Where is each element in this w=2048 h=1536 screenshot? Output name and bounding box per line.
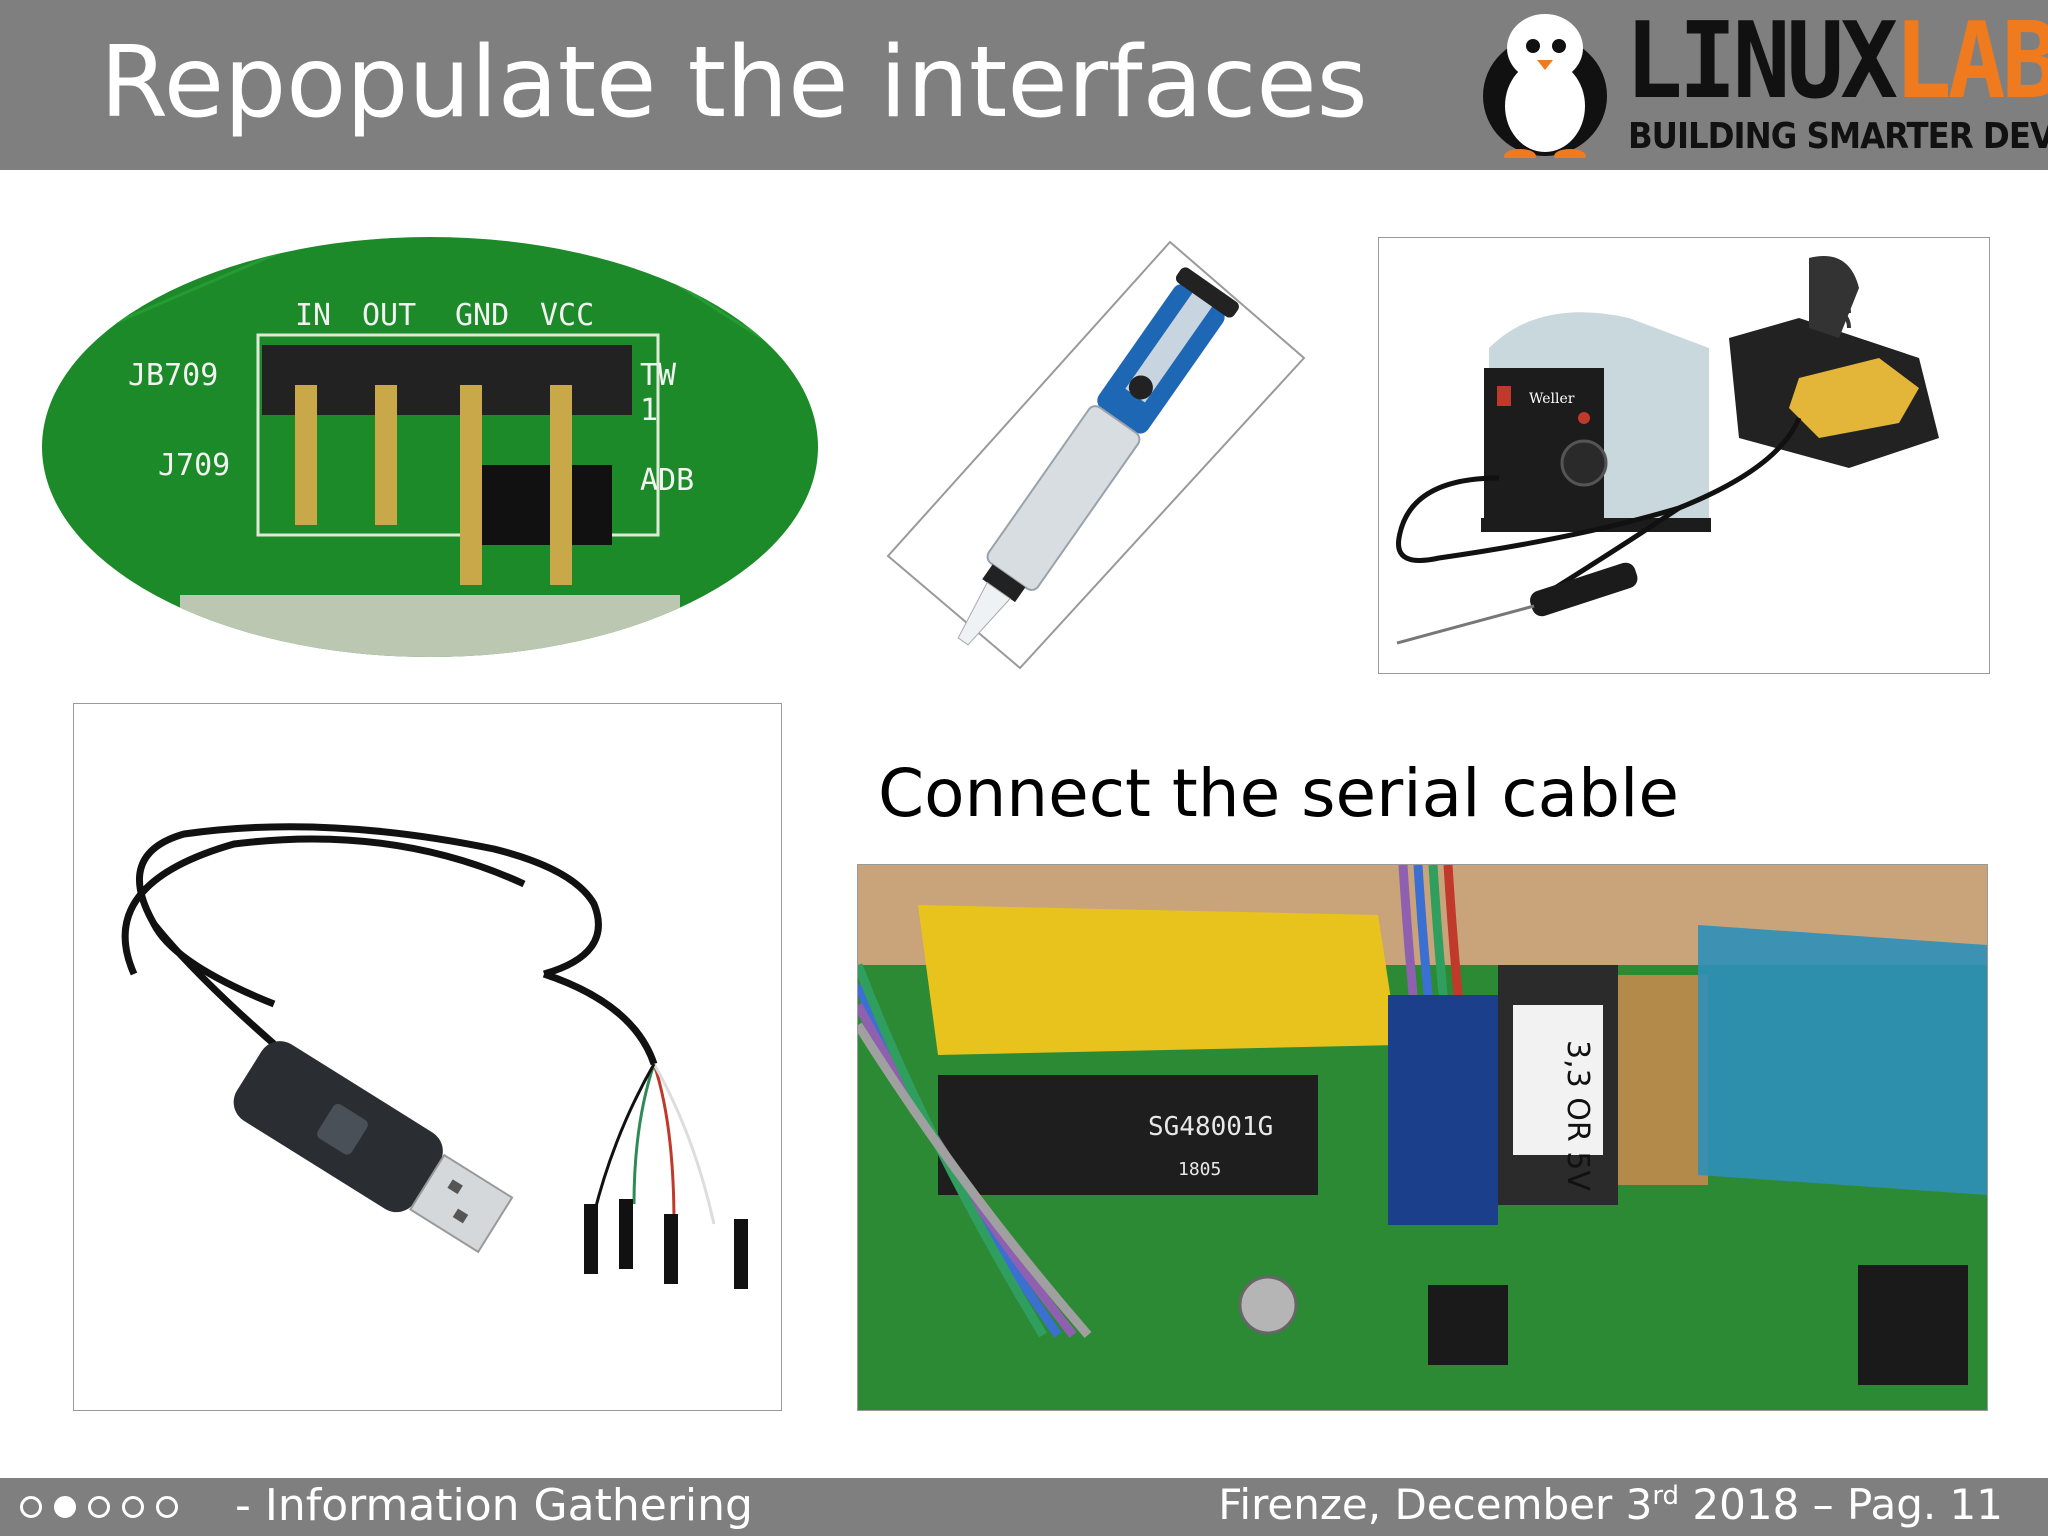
- footer-date-sup: rd: [1652, 1481, 1680, 1511]
- logo-word-linux: LINUX: [1625, 0, 1898, 123]
- progress-dot: [122, 1496, 144, 1518]
- logo-wordmark: LINUXLAB: [1625, 8, 2048, 114]
- logo-word-lab: LAB: [1893, 0, 2048, 123]
- header-bar: Repopulate the interfaces LINUXLAB BUILD…: [0, 0, 2048, 170]
- footer-year-page: 2018 – Pag. 11: [1679, 1480, 2003, 1529]
- usb-serial-cable-photo: [73, 703, 782, 1411]
- soldering-station-photo: Weller: [1378, 237, 1990, 674]
- weller-brand-label: Weller: [1529, 391, 1575, 407]
- linuxlab-logo: LINUXLAB BUILDING SMARTER DEVICES: [1465, 8, 2048, 163]
- serial-connection-photo: SG48001G 1805 3,3 OR 5V: [857, 864, 1988, 1411]
- progress-dots: [20, 1488, 178, 1518]
- connector-label-jb709: JB709: [128, 358, 218, 393]
- pin-label-vcc: VCC: [540, 298, 594, 333]
- slide-title: Repopulate the interfaces: [100, 26, 1368, 140]
- chip-code: 1805: [1178, 1159, 1221, 1180]
- desoldering-pump-photo: [880, 238, 1310, 673]
- pin-label-out: OUT: [362, 298, 416, 333]
- footer-location-date: Firenze, December 3: [1218, 1480, 1653, 1529]
- label-tw: TW: [640, 358, 677, 393]
- chip-label: SG48001G: [1148, 1112, 1273, 1142]
- section-name: - Information Gathering: [235, 1480, 753, 1531]
- voltage-handwritten-label: 3,3 OR 5V: [1560, 1040, 1595, 1191]
- penguin-icon: [1483, 14, 1607, 158]
- progress-dot: [156, 1496, 178, 1518]
- pin-label-in: IN: [295, 298, 331, 333]
- connector-label-j709: J709: [158, 448, 230, 483]
- logo-tagline: BUILDING SMARTER DEVICES: [1628, 116, 2048, 157]
- connect-serial-caption: Connect the serial cable: [878, 755, 1679, 832]
- progress-dot: [20, 1496, 42, 1518]
- date-page-info: Firenze, December 3rd 2018 – Pag. 11: [1218, 1480, 2003, 1529]
- footer-bar: - Information Gathering Firenze, Decembe…: [0, 1478, 2048, 1536]
- progress-dot-active: [54, 1496, 76, 1518]
- pcb-header-photo: IN OUT GND VCC JB709 J709 TW 1 ADB: [40, 235, 820, 660]
- label-1: 1: [640, 393, 658, 428]
- label-adb: ADB: [640, 463, 694, 498]
- progress-dot: [88, 1496, 110, 1518]
- pin-label-gnd: GND: [455, 298, 509, 333]
